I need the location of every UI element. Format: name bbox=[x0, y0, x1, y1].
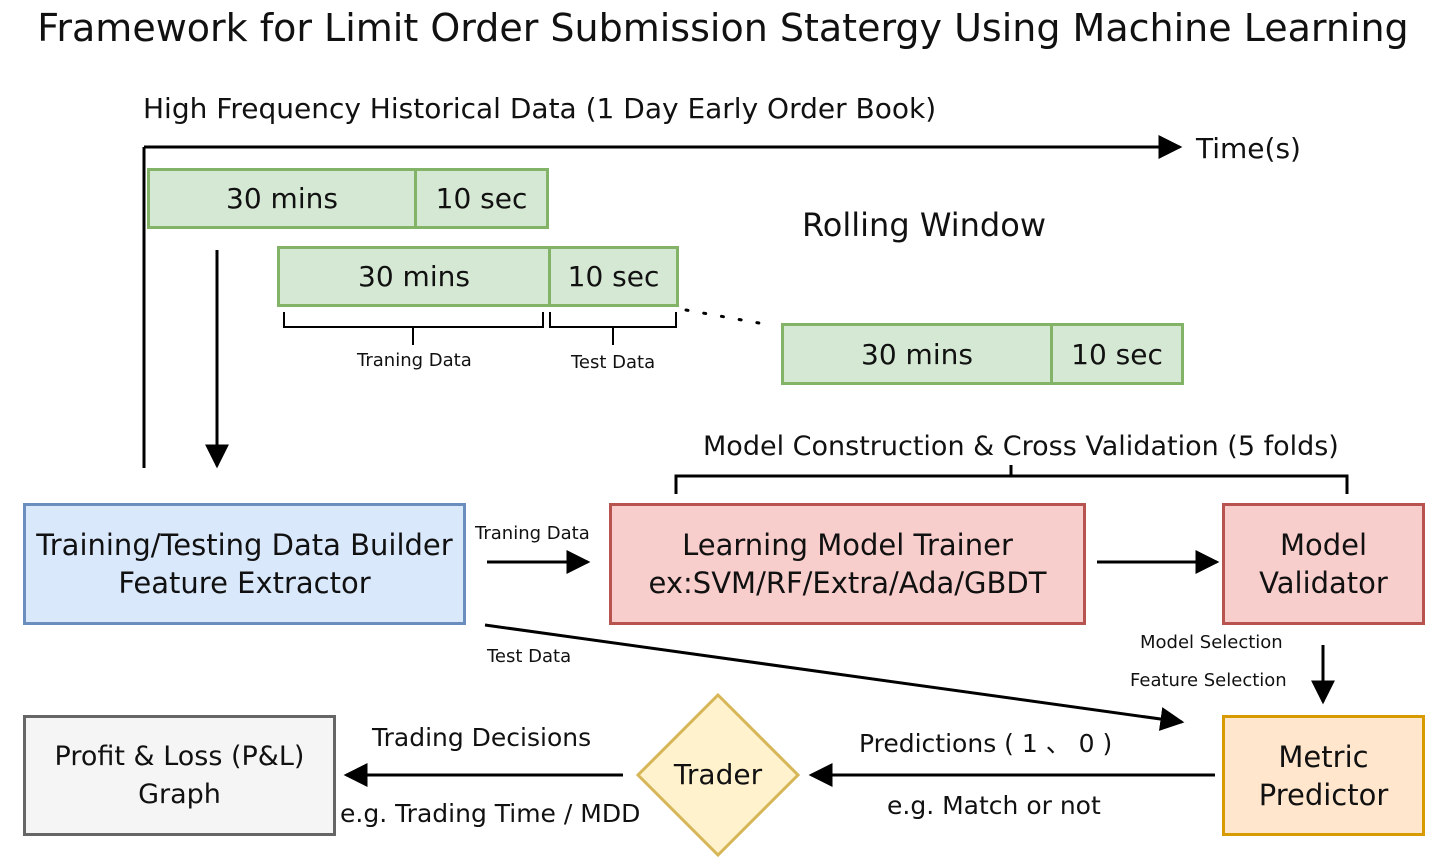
match-label: e.g. Match or not bbox=[887, 791, 1101, 820]
trader-diamond bbox=[635, 692, 801, 858]
data-builder-title: Training/Testing Data Builder bbox=[36, 528, 453, 562]
metric-predictor-box: Metric Predictor bbox=[1222, 715, 1425, 836]
page-title: Framework for Limit Order Submission Sta… bbox=[37, 6, 1409, 50]
trading-decisions-label: Trading Decisions bbox=[372, 723, 592, 752]
model-section-heading: Model Construction & Cross Validation (5… bbox=[703, 431, 1339, 462]
window-3-test: 10 sec bbox=[1050, 323, 1184, 385]
test-brace bbox=[549, 312, 677, 345]
model-trainer-box: Learning Model Trainer ex:SVM/RF/Extra/A… bbox=[609, 503, 1086, 625]
window-1-train: 30 mins bbox=[147, 168, 417, 229]
data-builder-subtitle: Feature Extractor bbox=[118, 566, 371, 600]
train-brace bbox=[283, 312, 544, 345]
model-validator-line1: Model bbox=[1279, 528, 1368, 562]
model-trainer-subtitle: ex:SVM/RF/Extra/Ada/GBDT bbox=[648, 566, 1047, 600]
time-axis-label: Time(s) bbox=[1196, 132, 1301, 165]
model-bracket bbox=[674, 465, 1349, 494]
model-trainer-title: Learning Model Trainer bbox=[682, 528, 1013, 562]
data-builder-box: Training/Testing Data Builder Feature Ex… bbox=[23, 503, 466, 625]
window-2-test: 10 sec bbox=[548, 246, 679, 307]
model-validator-box: Model Validator bbox=[1222, 503, 1425, 625]
trading-decisions-example: e.g. Trading Time / MDD bbox=[340, 799, 641, 828]
pnl-graph-line1: Profit & Loss (P&L) bbox=[54, 740, 305, 772]
edge-train-data-label: Traning Data bbox=[475, 523, 590, 544]
edge-test-data-label: Test Data bbox=[487, 646, 572, 667]
model-selection-label: Model Selection bbox=[1140, 632, 1283, 653]
predictions-label: Predictions ( 1 、 0 ) bbox=[859, 729, 1113, 758]
pnl-graph-box: Profit & Loss (P&L) Graph bbox=[23, 715, 336, 836]
model-validator-line2: Validator bbox=[1259, 566, 1388, 600]
test-brace-label: Test Data bbox=[571, 352, 656, 373]
metric-predictor-line2: Predictor bbox=[1258, 777, 1389, 812]
window-3-train: 30 mins bbox=[781, 323, 1053, 385]
trader-label: Trader bbox=[673, 758, 763, 791]
window-1-test: 10 sec bbox=[414, 168, 549, 229]
timeline-heading: High Frequency Historical Data (1 Day Ea… bbox=[143, 92, 937, 125]
dotted-continuation bbox=[684, 308, 772, 327]
rolling-window-label: Rolling Window bbox=[802, 206, 1046, 244]
arrow-builder-predictor bbox=[484, 623, 1185, 731]
window-2-train: 30 mins bbox=[277, 246, 551, 307]
feature-selection-label: Feature Selection bbox=[1130, 670, 1287, 691]
train-brace-label: Traning Data bbox=[357, 350, 472, 371]
metric-predictor-line1: Metric bbox=[1278, 739, 1369, 774]
pnl-graph-line2: Graph bbox=[138, 778, 221, 810]
